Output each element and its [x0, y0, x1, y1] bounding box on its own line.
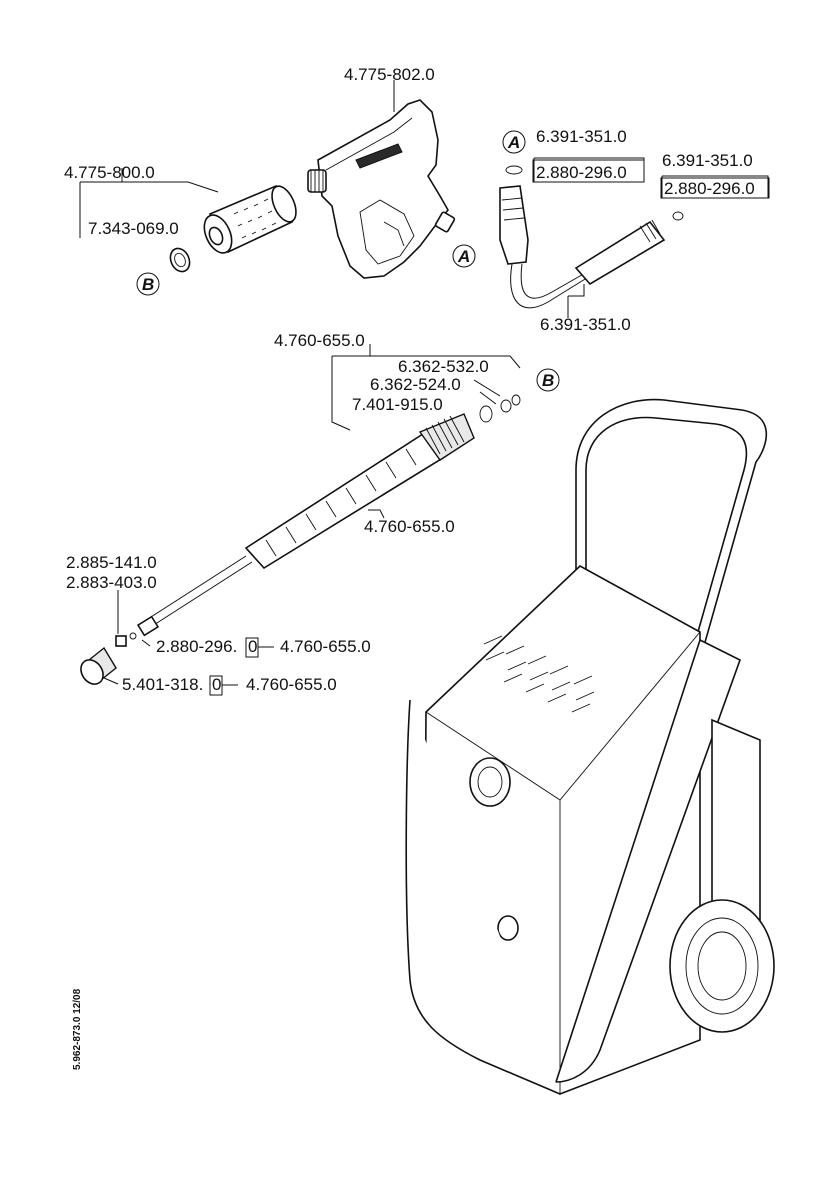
lance-drawing: [80, 394, 521, 686]
document-number: 5.962-873.0 12/08: [72, 988, 83, 1070]
label-grip-ring: 7.343-069.0: [88, 219, 179, 238]
vent-slots: [483, 635, 595, 713]
label-hose-b-oring: 2.880-296.0: [664, 179, 755, 198]
label-gun: 4.775-802.0: [344, 65, 435, 84]
label-nozzle1: 2.885-141.0: [66, 553, 157, 572]
callout-a-gun: A: [452, 244, 476, 268]
label-hose-b: 6.391-351.0: [662, 151, 753, 170]
label-grip: 4.775-800.0: [64, 163, 155, 182]
label-hose-a: 6.391-351.0: [536, 127, 627, 146]
grip-drawing: [169, 184, 297, 273]
label-cap: 5.401-318.: [122, 675, 203, 694]
label-lance-part2: 6.362-524.0: [370, 375, 461, 394]
label-hose-c: 6.391-351.0: [540, 315, 631, 334]
label-nozzle2: 2.883-403.0: [66, 573, 157, 592]
label-lance-tube: 4.760-655.0: [364, 517, 455, 536]
label-oring-nozzle-ref: 4.760-655.0: [280, 637, 371, 656]
label-oring-nozzle-box: 0: [248, 637, 257, 656]
callout-b-label: B: [142, 275, 154, 294]
label-hose-a-oring: 2.880-296.0: [536, 163, 627, 182]
hose-drawing: [499, 165, 684, 309]
label-cap-ref: 4.760-655.0: [246, 675, 337, 694]
label-cap-box: 0: [212, 675, 221, 694]
pressure-washer-trolley-drawing: [405, 398, 775, 1095]
spray-gun-drawing: [307, 99, 456, 279]
part-labels: 4.775-802.0 4.775-800.0 7.343-069.0 6.39…: [64, 65, 770, 696]
label-lance-set: 4.760-655.0: [274, 331, 365, 350]
leader-lines: [79, 80, 769, 685]
label-lance-part1: 6.362-532.0: [398, 357, 489, 376]
callout-b-lance: B: [536, 368, 560, 392]
label-oring-nozzle: 2.880-296.: [156, 637, 237, 656]
callout-b-label: B: [542, 371, 554, 390]
callout-a-top: A: [502, 130, 526, 154]
callout-a-label: A: [457, 247, 470, 266]
callout-a-label: A: [507, 133, 520, 152]
callout-b-grip: B: [136, 272, 160, 296]
label-lance-part3: 7.401-915.0: [352, 395, 443, 414]
